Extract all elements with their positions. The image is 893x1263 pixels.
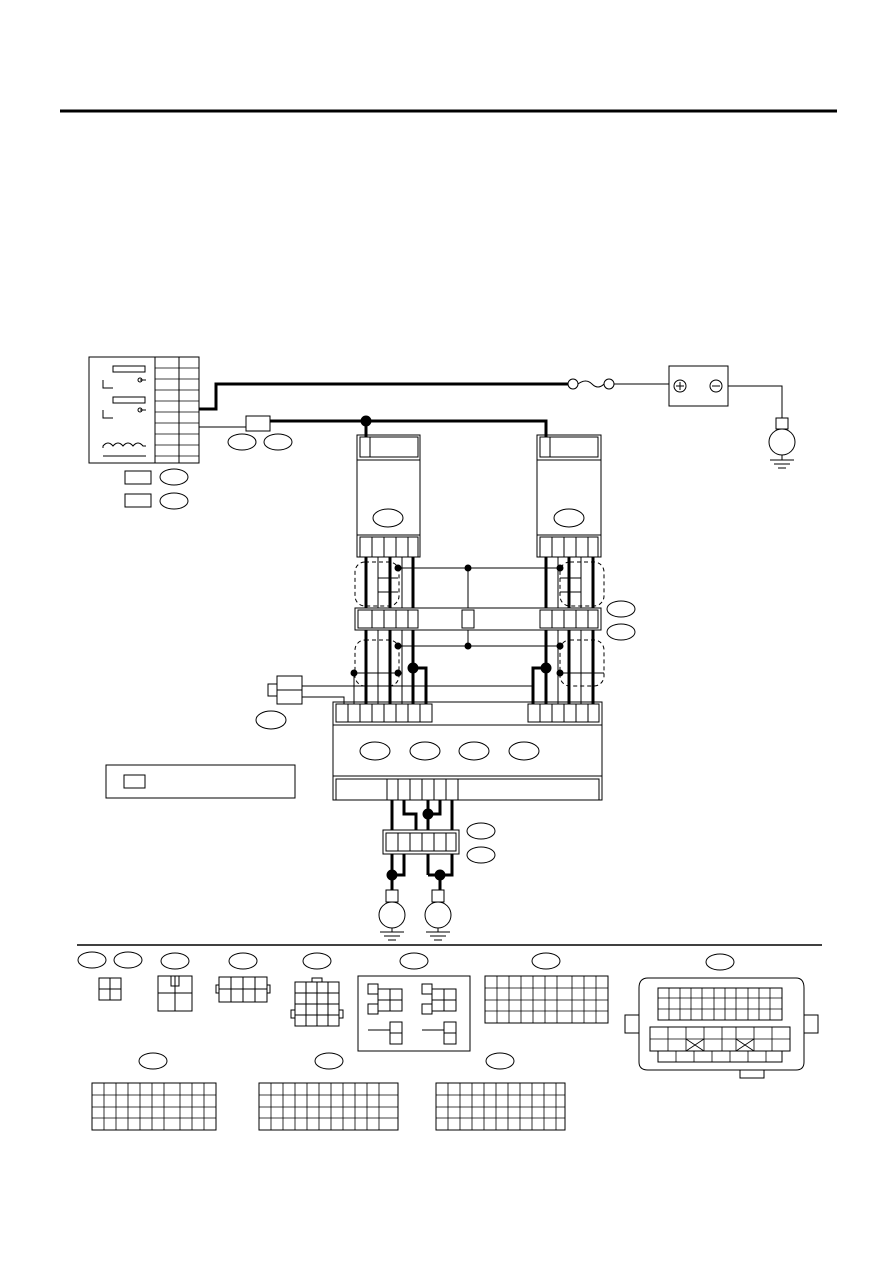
- intermediate-connector: [354, 607, 602, 631]
- control-module: [332, 701, 603, 801]
- data-link-connector: [267, 675, 303, 705]
- legend-box: [105, 764, 296, 799]
- ground-icon: [424, 889, 452, 941]
- sensor-module-left: [356, 434, 421, 558]
- ground-icon: [768, 428, 796, 469]
- connector-callout: [466, 822, 496, 840]
- connector-view-10: [435, 1052, 566, 1131]
- connector-callout: [606, 600, 636, 618]
- connector-view-7: [624, 953, 819, 1079]
- connector-view-3: [215, 952, 271, 1003]
- sensor-harness: [354, 557, 605, 608]
- connector-view-6: [484, 952, 609, 1024]
- connector-callout: [159, 492, 189, 510]
- connector-view-5: [357, 952, 471, 1052]
- battery-icon: [668, 365, 729, 407]
- ground-harness: [382, 800, 460, 890]
- connector-view-8: [91, 1052, 217, 1131]
- module-harness: [302, 630, 605, 704]
- connector-view-4: [290, 952, 344, 1027]
- ground-icon: [378, 889, 406, 941]
- connector-callout: [466, 846, 496, 864]
- connector-callout: [159, 468, 189, 486]
- ground-terminal: [775, 417, 789, 430]
- battery-ground-wire: [728, 385, 783, 418]
- relay-label-box-2: [124, 493, 152, 508]
- connector-callout: [227, 433, 257, 451]
- connector-view-2: [157, 952, 193, 1012]
- power-wire: [199, 382, 568, 411]
- junction-dot: [360, 415, 372, 427]
- connector-view-1: [77, 951, 143, 1001]
- sensor-module-right: [536, 434, 602, 558]
- connector-view-9: [258, 1052, 399, 1131]
- relay-label-box-1: [124, 470, 152, 485]
- fusible-link-icon: [567, 378, 615, 390]
- connector-callout: [255, 710, 287, 730]
- relay-box-icon: [88, 356, 200, 464]
- connector-callout: [606, 623, 636, 641]
- inline-connector: [245, 415, 271, 432]
- connector-callout: [263, 433, 293, 451]
